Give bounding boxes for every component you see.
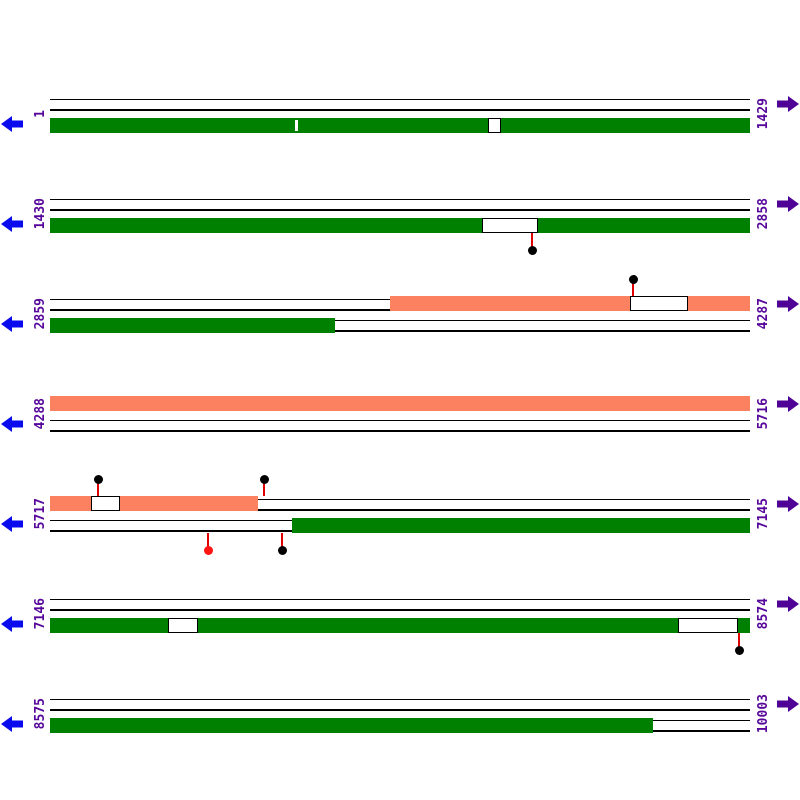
marker-stem <box>632 279 634 296</box>
row-start-coordinate: 2859 <box>30 266 50 362</box>
row-start-coordinate: 8575 <box>30 666 50 762</box>
track-line <box>50 330 750 332</box>
forward-feature-bar <box>50 618 168 633</box>
forward-feature-bar <box>292 518 750 533</box>
feature-gap-box <box>91 496 120 511</box>
feature-gap-box <box>678 618 738 633</box>
forward-feature-bar <box>50 218 750 233</box>
forward-feature-bar <box>50 318 335 333</box>
marker-dot-black <box>93 474 103 484</box>
continue-left-arrow-icon[interactable] <box>1 615 23 637</box>
row-end-coordinate: 8574 <box>753 566 773 662</box>
reverse-feature-bar <box>50 396 750 411</box>
track-line <box>50 698 750 700</box>
marker-dot-black <box>734 645 744 655</box>
row-end-coordinate: 2858 <box>753 166 773 262</box>
row-end-coordinate: 7145 <box>753 466 773 562</box>
continue-left-arrow-icon[interactable] <box>1 315 23 337</box>
row-end-coordinate-text: 10003 <box>755 694 771 734</box>
row-end-coordinate: 1429 <box>753 66 773 162</box>
reverse-feature-bar <box>688 296 750 311</box>
row-end-coordinate-text: 2858 <box>755 198 771 230</box>
row-start-coordinate-text: 4288 <box>32 398 48 430</box>
reverse-feature-bar <box>390 296 630 311</box>
continue-right-arrow-icon[interactable] <box>777 695 799 717</box>
row-end-coordinate-text: 4287 <box>755 298 771 330</box>
marker-dot-black <box>527 245 537 255</box>
row-start-coordinate-text: 1 <box>32 110 48 118</box>
row-start-coordinate-text: 7146 <box>32 598 48 630</box>
continue-right-arrow-icon[interactable] <box>777 595 799 617</box>
row-end-coordinate: 10003 <box>753 666 773 762</box>
row-start-coordinate: 1 <box>30 66 50 162</box>
row-end-coordinate: 5716 <box>753 366 773 462</box>
row-start-coordinate-text: 5717 <box>32 498 48 530</box>
track-line <box>50 509 750 511</box>
feature-gap-box <box>488 118 501 133</box>
continue-right-arrow-icon[interactable] <box>777 195 799 217</box>
marker-stem <box>207 533 209 550</box>
continue-left-arrow-icon[interactable] <box>1 115 23 137</box>
forward-feature-bar <box>50 118 750 133</box>
continue-left-arrow-icon[interactable] <box>1 715 23 737</box>
track-line <box>50 430 750 432</box>
row-start-coordinate: 4288 <box>30 366 50 462</box>
continue-left-arrow-icon[interactable] <box>1 515 23 537</box>
marker-dot-black <box>277 545 287 555</box>
marker-stem <box>97 479 99 496</box>
continue-left-arrow-icon[interactable] <box>1 215 23 237</box>
marker-dot-red <box>203 545 213 555</box>
forward-feature-bar <box>198 618 678 633</box>
track-line <box>50 109 750 111</box>
marker-dot-black <box>628 274 638 284</box>
feature-gap-box <box>630 296 688 311</box>
forward-feature-bar <box>738 618 750 633</box>
row-end-coordinate-text: 7145 <box>755 498 771 530</box>
row-start-coordinate: 5717 <box>30 466 50 562</box>
track-line <box>50 609 750 611</box>
row-start-coordinate-text: 1430 <box>32 198 48 230</box>
feature-gap-box <box>482 218 538 233</box>
continue-right-arrow-icon[interactable] <box>777 295 799 317</box>
feature-gap-box <box>168 618 198 633</box>
row-end-coordinate-text: 1429 <box>755 98 771 130</box>
marker-stem <box>281 533 283 550</box>
continue-right-arrow-icon[interactable] <box>777 495 799 517</box>
row-start-coordinate-text: 8575 <box>32 698 48 730</box>
continue-right-arrow-icon[interactable] <box>777 395 799 417</box>
track-line <box>50 709 750 711</box>
continue-left-arrow-icon[interactable] <box>1 415 23 437</box>
row-end-coordinate-text: 5716 <box>755 398 771 430</box>
track-line <box>50 98 750 100</box>
continue-right-arrow-icon[interactable] <box>777 95 799 117</box>
feature-notch <box>295 120 298 131</box>
forward-feature-bar <box>50 718 653 733</box>
track-line <box>50 498 750 500</box>
row-start-coordinate: 7146 <box>30 566 50 662</box>
track-line <box>50 598 750 600</box>
reverse-feature-bar <box>50 496 91 511</box>
marker-stem <box>738 633 740 650</box>
row-start-coordinate: 1430 <box>30 166 50 262</box>
track-line <box>50 198 750 200</box>
marker-stem <box>263 479 265 496</box>
row-end-coordinate-text: 8574 <box>755 598 771 630</box>
marker-stem <box>531 233 533 250</box>
reverse-feature-bar <box>120 496 258 511</box>
row-end-coordinate: 4287 <box>753 266 773 362</box>
row-start-coordinate-text: 2859 <box>32 298 48 330</box>
track-line <box>50 319 750 321</box>
track-line <box>50 209 750 211</box>
track-line <box>50 419 750 421</box>
marker-dot-black <box>259 474 269 484</box>
